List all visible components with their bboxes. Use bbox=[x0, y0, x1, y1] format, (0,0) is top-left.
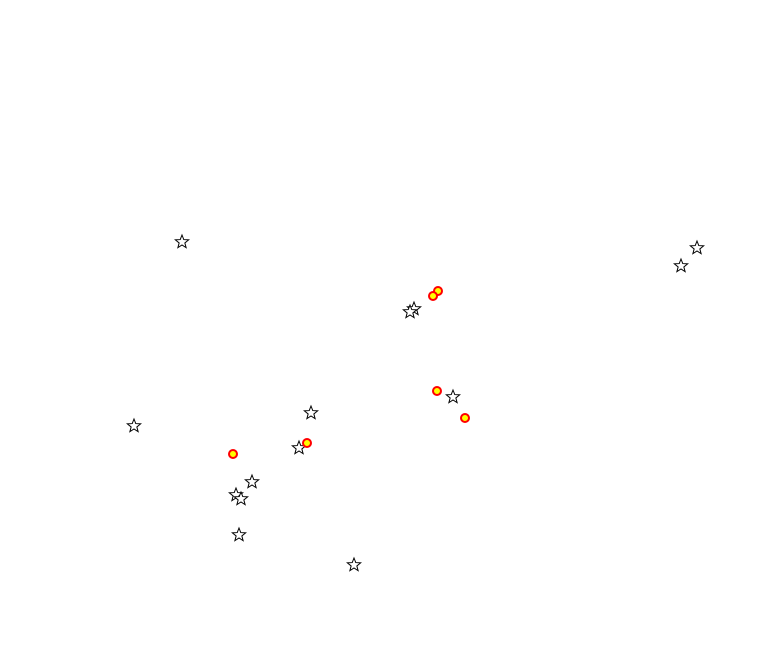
circle-marker-icon[interactable] bbox=[302, 438, 312, 448]
star-marker-icon[interactable] bbox=[244, 473, 260, 489]
star-marker-icon[interactable] bbox=[673, 257, 689, 273]
star-marker-icon[interactable] bbox=[689, 239, 705, 255]
star-marker-icon[interactable] bbox=[445, 388, 461, 404]
star-marker-icon[interactable] bbox=[231, 526, 247, 542]
star-marker-icon[interactable] bbox=[402, 303, 418, 319]
star-marker-icon[interactable] bbox=[346, 556, 362, 572]
star-marker-icon[interactable] bbox=[303, 404, 319, 420]
circle-marker-icon[interactable] bbox=[428, 291, 438, 301]
circle-marker-icon[interactable] bbox=[460, 413, 470, 423]
star-marker-icon[interactable] bbox=[233, 490, 249, 506]
star-marker-icon[interactable] bbox=[174, 233, 190, 249]
circle-marker-icon[interactable] bbox=[432, 386, 442, 396]
star-marker-icon[interactable] bbox=[126, 417, 142, 433]
circle-marker-icon[interactable] bbox=[228, 449, 238, 459]
